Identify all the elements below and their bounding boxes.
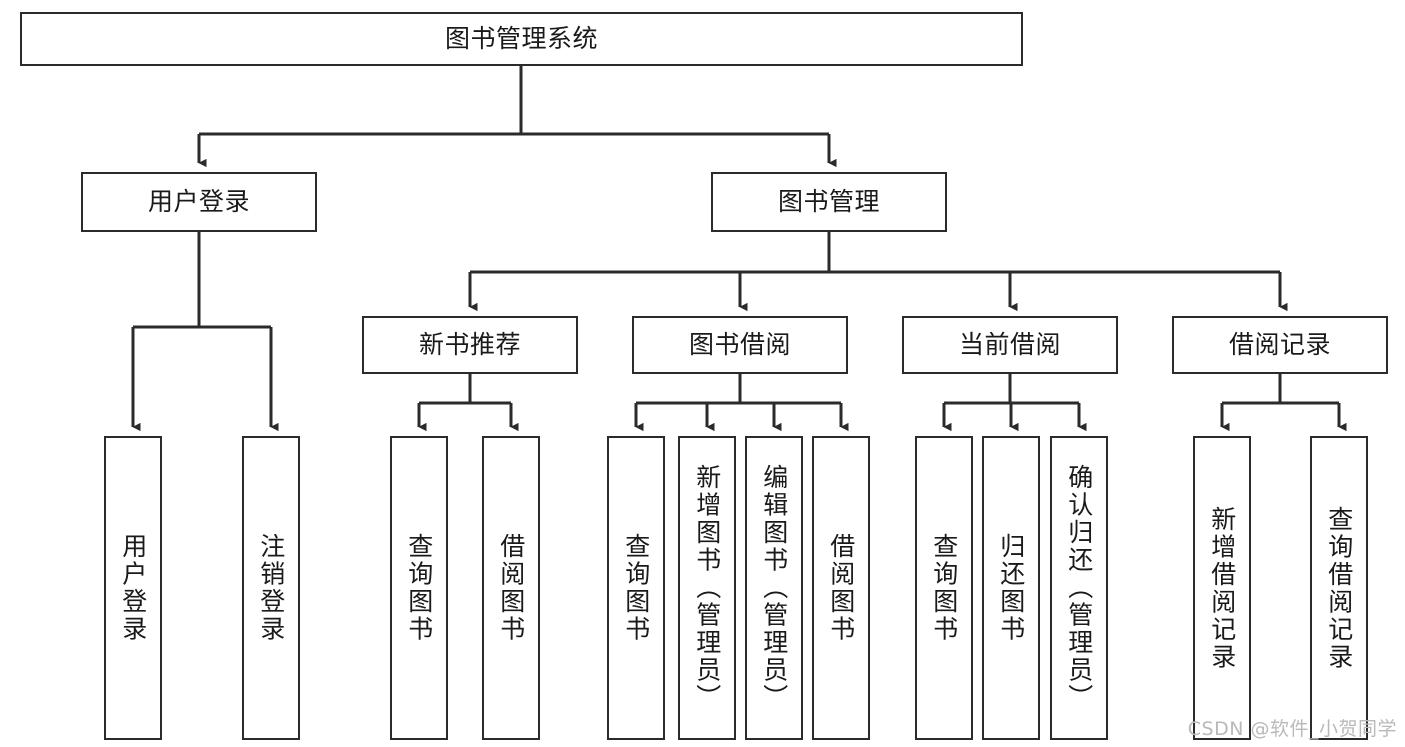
- node-leaf-return-book[interactable]: 归还图书: [982, 436, 1040, 740]
- node-leaf-user-login[interactable]: 用户登录: [104, 436, 162, 740]
- node-borrow-record[interactable]: 借阅记录: [1172, 316, 1388, 374]
- node-leaf-query-book-cur-label: 查询图书: [929, 533, 959, 643]
- node-leaf-confirm-return-label: 确认归还（管理员）: [1064, 464, 1094, 712]
- node-leaf-borrow-book-rec[interactable]: 借阅图书: [482, 436, 540, 740]
- node-leaf-add-book[interactable]: 新增图书（管理员）: [678, 436, 736, 740]
- node-leaf-query-record[interactable]: 查询借阅记录: [1310, 436, 1368, 740]
- node-leaf-add-record[interactable]: 新增借阅记录: [1193, 436, 1251, 740]
- node-new-book-recommend-label: 新书推荐: [418, 330, 521, 360]
- node-current-borrow[interactable]: 当前借阅: [902, 316, 1118, 374]
- node-new-book-recommend[interactable]: 新书推荐: [362, 316, 578, 374]
- node-book-borrow[interactable]: 图书借阅: [632, 316, 848, 374]
- node-leaf-borrow-book[interactable]: 借阅图书: [812, 436, 870, 740]
- node-leaf-edit-book[interactable]: 编辑图书（管理员）: [745, 436, 803, 740]
- node-leaf-add-record-label: 新增借阅记录: [1207, 505, 1237, 671]
- node-leaf-query-book-bor-label: 查询图书: [621, 533, 651, 643]
- node-book-manage[interactable]: 图书管理: [711, 172, 947, 232]
- node-leaf-query-book-bor[interactable]: 查询图书: [607, 436, 665, 740]
- node-leaf-edit-book-label: 编辑图书（管理员）: [759, 464, 789, 712]
- node-book-borrow-label: 图书借阅: [688, 330, 791, 360]
- node-leaf-add-book-label: 新增图书（管理员）: [692, 464, 722, 712]
- node-user-login[interactable]: 用户登录: [81, 172, 317, 232]
- csdn-watermark: CSDN @软件_小贺同学: [1187, 718, 1397, 740]
- node-user-login-label: 用户登录: [147, 187, 250, 217]
- node-leaf-borrow-book-rec-label: 借阅图书: [496, 533, 526, 643]
- node-leaf-borrow-book-label: 借阅图书: [826, 533, 856, 643]
- node-leaf-query-book-cur[interactable]: 查询图书: [915, 436, 973, 740]
- node-root-label: 图书管理系统: [444, 24, 598, 54]
- node-book-manage-label: 图书管理: [777, 187, 880, 217]
- node-leaf-confirm-return[interactable]: 确认归还（管理员）: [1050, 436, 1108, 740]
- node-leaf-return-book-label: 归还图书: [996, 533, 1026, 643]
- node-leaf-logout-label: 注销登录: [256, 533, 286, 643]
- node-leaf-query-record-label: 查询借阅记录: [1324, 505, 1354, 671]
- node-leaf-user-login-label: 用户登录: [118, 533, 148, 643]
- node-leaf-logout[interactable]: 注销登录: [242, 436, 300, 740]
- node-borrow-record-label: 借阅记录: [1228, 330, 1331, 360]
- node-leaf-query-book-rec-label: 查询图书: [404, 533, 434, 643]
- node-leaf-query-book-rec[interactable]: 查询图书: [390, 436, 448, 740]
- node-root[interactable]: 图书管理系统: [20, 12, 1023, 66]
- node-current-borrow-label: 当前借阅: [958, 330, 1061, 360]
